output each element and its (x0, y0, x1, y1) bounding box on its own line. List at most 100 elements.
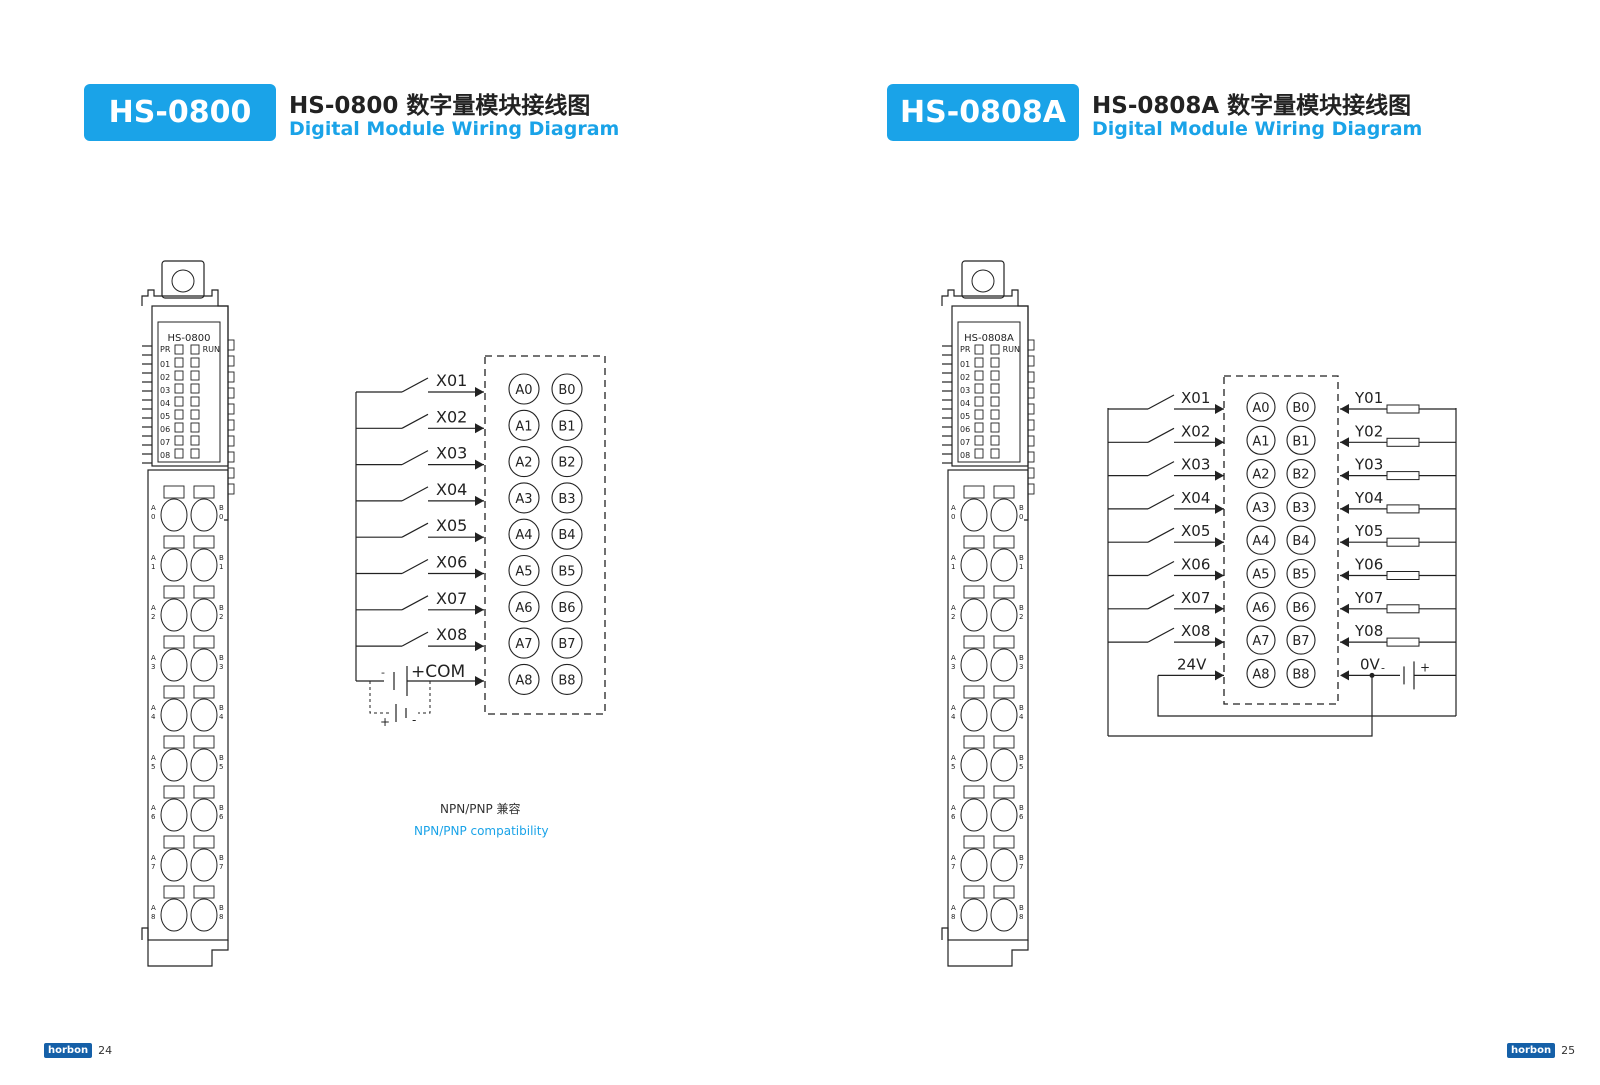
terminal-circle (508, 518, 540, 550)
terminal-hole (990, 698, 1018, 732)
module-right-clip (1027, 387, 1035, 399)
terminal-release (193, 885, 215, 899)
module-right-clip (227, 483, 235, 495)
terminal-hole (960, 648, 988, 682)
module-latch-ring (171, 269, 195, 293)
terminal-side-b: B (1019, 804, 1024, 812)
led-row-label: 04 (960, 399, 970, 408)
terminal-index-a: 1 (951, 563, 955, 571)
terminal-side-b: B (1019, 904, 1024, 912)
terminal-side-a: A (951, 504, 956, 512)
input-arrow (1215, 404, 1224, 414)
terminal-circle (1246, 425, 1276, 455)
terminal-release (993, 735, 1015, 749)
led-run-label: RUN (1003, 345, 1020, 354)
input-switch (401, 595, 429, 611)
terminal-index-a: 7 (151, 863, 155, 871)
module-latch (161, 260, 205, 299)
terminal-side-a: A (151, 654, 156, 662)
input-label: X04 (1181, 489, 1210, 507)
terminal-release (963, 685, 985, 699)
led-row-label: 07 (960, 438, 970, 447)
terminal-side-b: B (1019, 754, 1024, 762)
terminal-hole (190, 748, 218, 782)
input-arrow (1215, 470, 1224, 481)
output-label: Y07 (1354, 589, 1383, 607)
terminal-release (163, 635, 185, 649)
led-pr-label: PR (960, 345, 971, 354)
led-box (974, 435, 984, 446)
module-right-clip (1027, 483, 1035, 495)
terminal-release (963, 635, 985, 649)
module-top-housing (941, 289, 1029, 521)
compat-note-en: NPN/PNP compatibility (414, 824, 549, 838)
alt-supply-dashed (418, 681, 431, 714)
led-row-label: 07 (160, 438, 170, 447)
terminal-circle (1246, 492, 1276, 522)
led-box (990, 370, 1000, 381)
terminal-label-b: B2 (1292, 468, 1309, 483)
terminal-side-b: B (1019, 604, 1024, 612)
led-row-label: 02 (160, 373, 170, 382)
terminal-side-a: A (151, 704, 156, 712)
terminal-circle (551, 518, 583, 550)
led-box (974, 409, 984, 420)
terminal-side-a: A (951, 554, 956, 562)
input-arrow (475, 423, 484, 434)
supply-24v-label: 24V (1177, 655, 1207, 673)
input-label: X07 (1181, 589, 1210, 607)
terminal-hole (990, 798, 1018, 832)
led-box (190, 448, 200, 459)
terminal-label-b: B7 (558, 637, 575, 652)
terminal-circle (508, 446, 540, 478)
terminal-index-b: 8 (219, 913, 223, 921)
module-led-panel (157, 321, 221, 463)
terminal-index-a: 5 (151, 763, 155, 771)
input-label: X06 (436, 553, 467, 572)
terminal-circle (508, 663, 540, 695)
terminal-side-b: B (1019, 854, 1024, 862)
terminal-label-b: B1 (1292, 434, 1309, 449)
input-label: X07 (436, 589, 467, 608)
led-box (990, 409, 1000, 420)
input-label: X03 (1181, 456, 1210, 474)
led-run-label: RUN (203, 345, 220, 354)
terminal-release (993, 585, 1015, 599)
terminal-side-a: A (951, 654, 956, 662)
terminal-side-b: B (1019, 554, 1024, 562)
output-load (1386, 504, 1420, 514)
terminal-circle (508, 373, 540, 405)
output-label: Y01 (1354, 389, 1383, 407)
module-right-clip (227, 339, 235, 351)
terminal-release (193, 785, 215, 799)
terminal-circle (551, 373, 583, 405)
terminal-circle (1286, 592, 1316, 622)
module-bottom-foot (941, 927, 1029, 967)
module-right-clip (1027, 467, 1035, 479)
terminal-release (163, 685, 185, 699)
terminal-label-b: B1 (558, 419, 575, 434)
terminal-circle (508, 554, 540, 587)
terminal-side-a: A (151, 904, 156, 912)
terminal-index-b: 0 (1019, 513, 1023, 521)
terminal-release (993, 685, 1015, 699)
terminal-label-a: A8 (515, 673, 532, 688)
module-right-clip (227, 355, 235, 367)
terminal-box-dashed (484, 355, 606, 715)
terminal-circle (508, 627, 540, 659)
battery-minus: - (1381, 661, 1385, 674)
output-label: Y06 (1354, 556, 1383, 574)
terminal-label-a: A5 (515, 565, 532, 580)
terminal-hole (960, 698, 988, 732)
input-label: X02 (436, 407, 467, 426)
led-box (174, 435, 184, 446)
terminal-index-b: 0 (219, 513, 223, 521)
input-label: X01 (436, 371, 467, 390)
terminal-release (993, 535, 1015, 549)
supply-24v-return (1157, 675, 1456, 717)
terminal-side-b: B (219, 804, 224, 812)
page-number-right: 25 (1561, 1044, 1576, 1057)
module-led-panel (957, 321, 1021, 463)
input-arrow (1215, 437, 1224, 448)
terminal-hole (160, 898, 188, 932)
